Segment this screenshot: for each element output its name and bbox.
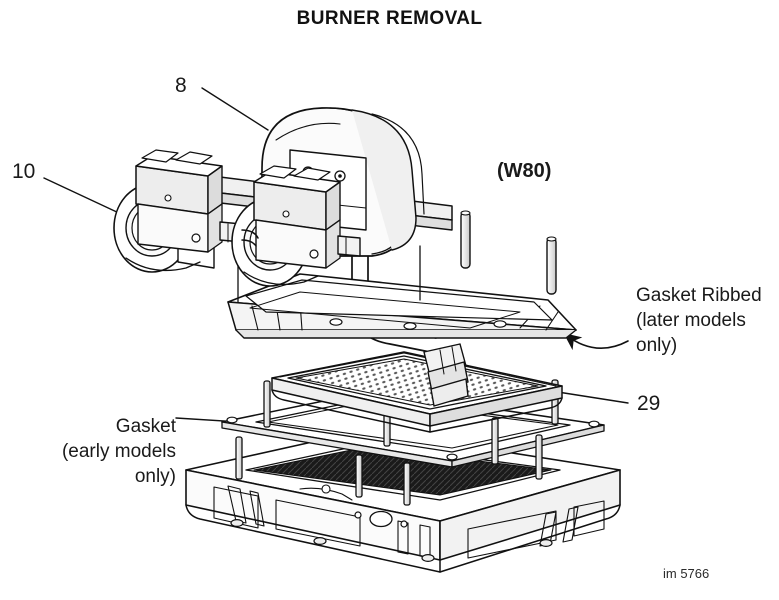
- annotation-gasket-early: Gasket (early models only): [0, 414, 176, 489]
- annotation-gasket-early-line-3: only): [134, 466, 176, 487]
- callout-29: 29: [637, 392, 661, 415]
- burner-valve-assembly-left: [113, 149, 243, 273]
- callout-w80-model: (W80): [497, 160, 552, 182]
- annotation-gasket-ribbed-line-1: Gasket Ribbed: [636, 285, 762, 306]
- leader-line-8: [201, 87, 269, 131]
- leader-arrow-gasket-ribbed: [563, 333, 629, 351]
- callout-8: 8: [175, 74, 187, 97]
- alignment-pin-right: [546, 236, 557, 295]
- burner-valve-assembly-right: [231, 165, 361, 287]
- combustion-chamber-housing: [185, 429, 621, 573]
- gas-tube: [351, 242, 469, 407]
- page-title: BURNER REMOVAL: [296, 8, 483, 29]
- callout-10: 10: [12, 160, 36, 183]
- figure-reference-code: im 5766: [663, 566, 710, 581]
- annotation-gasket-ribbed: Gasket Ribbed (later models only): [636, 283, 762, 358]
- annotation-gasket-ribbed-line-2: (later models: [636, 310, 746, 331]
- mounting-studs: [235, 379, 559, 506]
- alignment-pin-left: [460, 210, 471, 269]
- annotation-gasket-early-line-2: (early models: [61, 441, 176, 462]
- annotation-gasket-early-line-1: Gasket: [115, 416, 176, 437]
- annotation-gasket-ribbed-line-3: only): [636, 335, 678, 356]
- burner-tray-perforated: [271, 351, 563, 433]
- interconnect-tube: [241, 229, 259, 247]
